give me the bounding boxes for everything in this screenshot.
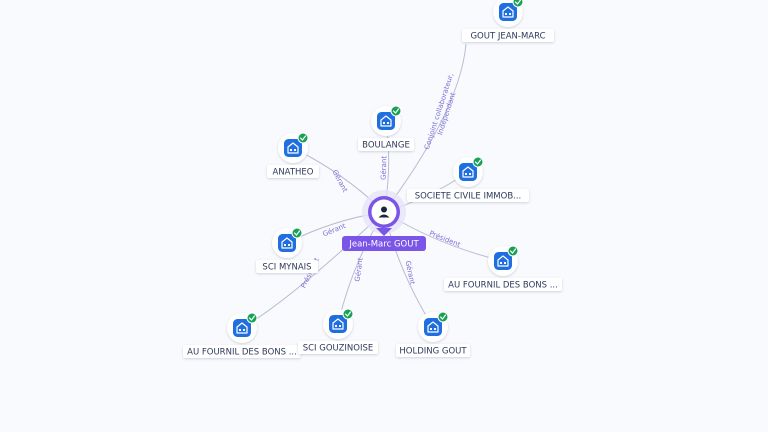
company-icon [424,318,442,336]
node-label-box [358,138,414,151]
company-icon [278,234,296,252]
node-label-box [267,165,319,178]
center-node[interactable]: Jean-Marc GOUT [342,190,426,251]
node-boulange[interactable]: BOULANGE [358,105,414,151]
company-icon [499,3,517,21]
company-icon [377,112,395,130]
verified-badge-icon [297,132,309,144]
center-label-box [342,236,426,251]
node-gout-jean-marc[interactable]: GOUT JEAN-MARC [462,0,554,42]
node-anatheo[interactable]: ANATHEO [267,132,319,178]
company-icon [494,252,512,270]
node-label-box [256,260,318,273]
center-pin-tip [376,228,392,236]
node-label: SCI GOUZINOISE [303,344,374,354]
node-label-box [396,344,470,357]
person-icon [378,206,390,218]
edge-label: Gérant [404,260,417,285]
edge-label: Gérant [353,257,364,282]
node-au-fournil-right[interactable]: AU FOURNIL DES BONS ... [444,245,562,291]
node-label-box [444,278,562,291]
verified-badge-icon [246,312,258,324]
center-label: Jean-Marc GOUT [348,240,419,250]
node-label-box [407,189,529,202]
verified-badge-icon [437,311,449,323]
node-label: BOULANGE [362,141,410,151]
verified-badge-icon [291,227,303,239]
company-icon [459,163,477,181]
node-label-box [298,341,378,354]
node-label: AU FOURNIL DES BONS ... [448,281,558,291]
company-icon [329,315,347,333]
node-label: HOLDING GOUT [399,347,467,357]
edge-label: Gérant [380,156,389,181]
node-label-box [462,29,554,42]
node-label: SCI MYNAIS [262,263,311,273]
edge-line [383,43,467,213]
node-label-box [183,345,301,358]
edge-label: Gérant [331,169,349,194]
node-label: SOCIETE CIVILE IMMOB... [415,192,522,202]
node-sci-gouzinoise[interactable]: SCI GOUZINOISE [298,308,378,354]
node-label: GOUT JEAN-MARC [470,32,545,42]
node-holding-gout[interactable]: HOLDING GOUT [396,311,470,357]
nodes-layer: GOUT JEAN-MARC BOULANGE ANATHEO SOCIETE CIV… [183,0,562,358]
node-au-fournil-left[interactable]: AU FOURNIL DES BONS ... [183,312,301,358]
edge-label: Président [428,229,462,249]
verified-badge-icon [507,245,519,257]
edge-label: Gérant [322,222,348,239]
node-societe-civile[interactable]: SOCIETE CIVILE IMMOB... [407,156,529,202]
node-label: AU FOURNIL DES BONS ... [187,348,297,358]
node-sci-mynais[interactable]: SCI MYNAIS [256,227,318,273]
company-icon [284,139,302,157]
node-label: ANATHEO [273,168,314,178]
verified-badge-icon [472,156,484,168]
company-icon [233,319,251,337]
verified-badge-icon [342,308,354,320]
verified-badge-icon [512,0,524,8]
verified-badge-icon [390,105,402,117]
